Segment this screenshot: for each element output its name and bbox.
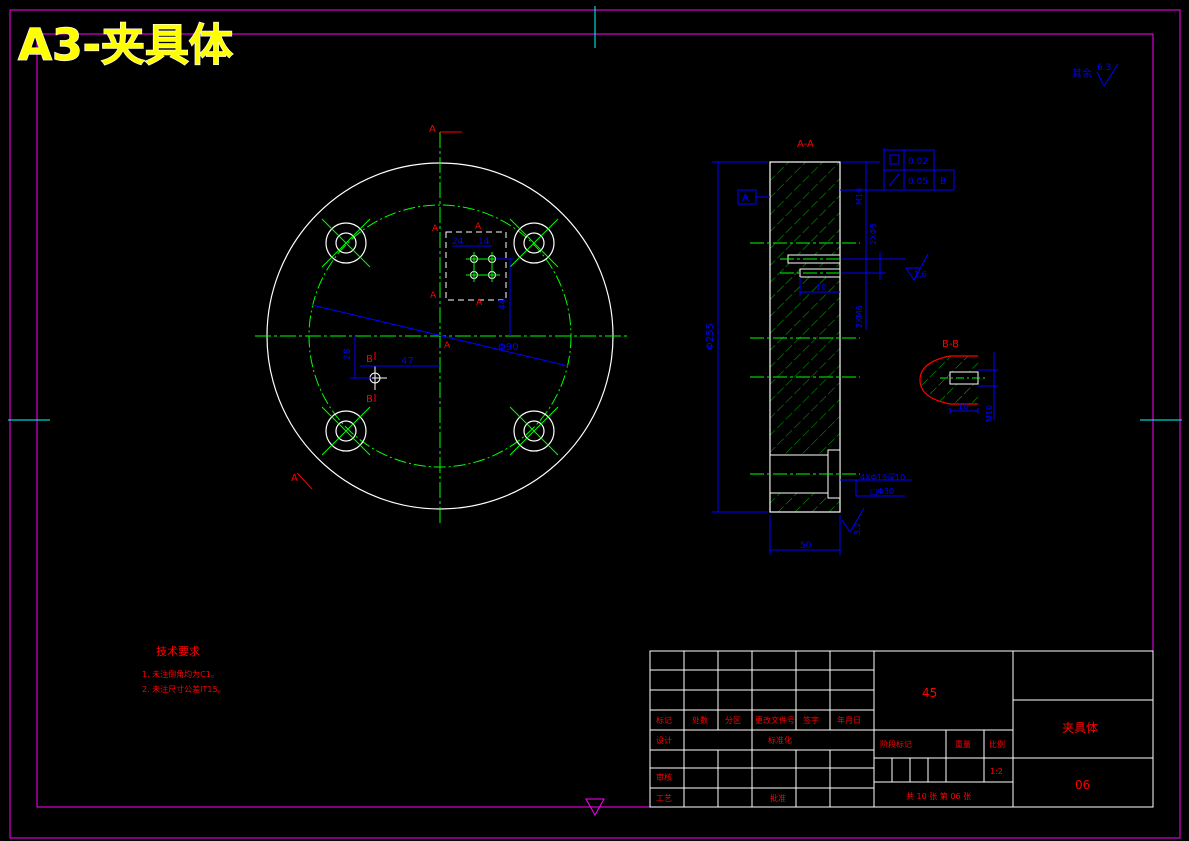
- row-standardize: 标准化: [768, 735, 792, 745]
- section-b-top: B: [366, 354, 373, 365]
- inset-label-tr: A: [475, 222, 482, 232]
- inset-label-br: A: [476, 298, 483, 308]
- dim-2xm6: 2XM6: [855, 305, 864, 328]
- title-block: [649, 650, 1154, 808]
- hdr-count: 处数: [692, 715, 708, 725]
- hdr-sign: 签字: [803, 715, 819, 725]
- tol-0-05: 0.05: [908, 177, 928, 187]
- scale: 比例: [989, 739, 1005, 749]
- notes-title: 技术要求: [156, 645, 200, 658]
- dim-phi255: Φ255: [705, 323, 716, 350]
- front-view: A A B B A A A A A 14 24 44 47 28 Φ90: [255, 124, 628, 525]
- bolt-note: 4XΦ19深10: [860, 473, 905, 482]
- tol-ref: B: [940, 177, 946, 187]
- roughness-label: 其余: [1072, 67, 1092, 80]
- scale-value: 1:2: [990, 767, 1003, 776]
- dim-44: 44: [498, 298, 508, 310]
- dim-14: 14: [478, 237, 490, 247]
- bolt-hole-br: [509, 406, 559, 456]
- section-a-top: A: [429, 124, 436, 135]
- section-a-bottom: A: [291, 473, 298, 484]
- orientation-triangle: [585, 798, 605, 817]
- rough-1-6: 1.6: [914, 270, 927, 279]
- drawing-number: 06: [1075, 778, 1090, 792]
- dim-10-inner: 10: [816, 283, 826, 292]
- technical-notes: 技术要求 1. 未注倒角均为C1。 2. 未注尺寸公差IT15。: [142, 645, 226, 694]
- bb-profile: [919, 355, 978, 405]
- material: 45: [922, 686, 937, 700]
- section-bb-view: B-B 10 M10: [919, 339, 998, 422]
- hdr-date: 年月日: [837, 715, 861, 725]
- note-1: 1. 未注倒角均为C1。: [142, 669, 219, 679]
- hdr-change-doc: 更改文件号: [755, 715, 795, 725]
- dim-m16: M16: [855, 188, 864, 205]
- section-bb-title: B-B: [942, 339, 959, 350]
- row-approve: 批准: [770, 793, 786, 803]
- row-design: 设计: [656, 735, 672, 745]
- part-name: 夹具体: [1062, 721, 1098, 735]
- section-aa-title: A-A: [797, 139, 814, 150]
- stage-mark: 阶段标记: [880, 739, 912, 749]
- front-dimension-lines: [311, 245, 569, 379]
- inset-label-bl: A: [430, 291, 437, 301]
- dim-50: 50: [800, 541, 812, 551]
- bb-dim-m10: M10: [985, 405, 994, 422]
- bolt-hole-tl: [321, 218, 371, 268]
- inset-label-tl: A: [432, 224, 439, 234]
- dim-2xphi5: 2XΦ5: [869, 223, 878, 245]
- bb-dim-10: 10: [958, 402, 968, 411]
- dim-phi90: Φ90: [498, 342, 519, 353]
- datum-a: A: [742, 193, 749, 204]
- section-aa-view: A-A: [705, 139, 955, 555]
- roughness-value: 6.3: [1097, 63, 1111, 73]
- roughness-symbol: [1096, 63, 1119, 88]
- tol-0-02: 0.02: [908, 157, 928, 167]
- note-2: 2. 未注尺寸公差IT15。: [142, 684, 226, 694]
- section-b-bottom: B: [366, 394, 373, 405]
- row-review: 审核: [656, 772, 672, 782]
- dim-28: 28: [343, 348, 353, 360]
- row-process: 工艺: [656, 794, 672, 803]
- weight: 重量: [955, 739, 971, 749]
- hdr-mark: 标记: [656, 715, 672, 725]
- tolerance-frame: [883, 149, 955, 191]
- hdr-zone: 分区: [725, 716, 741, 725]
- dim-24: 24: [452, 237, 464, 247]
- inset-square: [445, 231, 507, 301]
- outer-frame: [9, 9, 1181, 839]
- bolt-sub: □Φ30: [870, 487, 894, 496]
- rough-3-2: 3.2: [853, 522, 862, 535]
- aa-dimension-lines: [712, 148, 912, 555]
- sheet-count: 共 10 张 第 06 张: [906, 791, 971, 801]
- dim-47: 47: [401, 356, 414, 367]
- sheet-title: A3-夹具体: [18, 20, 233, 71]
- bolt-hole-tr: [509, 218, 559, 268]
- center-label: A: [444, 341, 451, 351]
- bolt-hole-bl: [321, 406, 371, 456]
